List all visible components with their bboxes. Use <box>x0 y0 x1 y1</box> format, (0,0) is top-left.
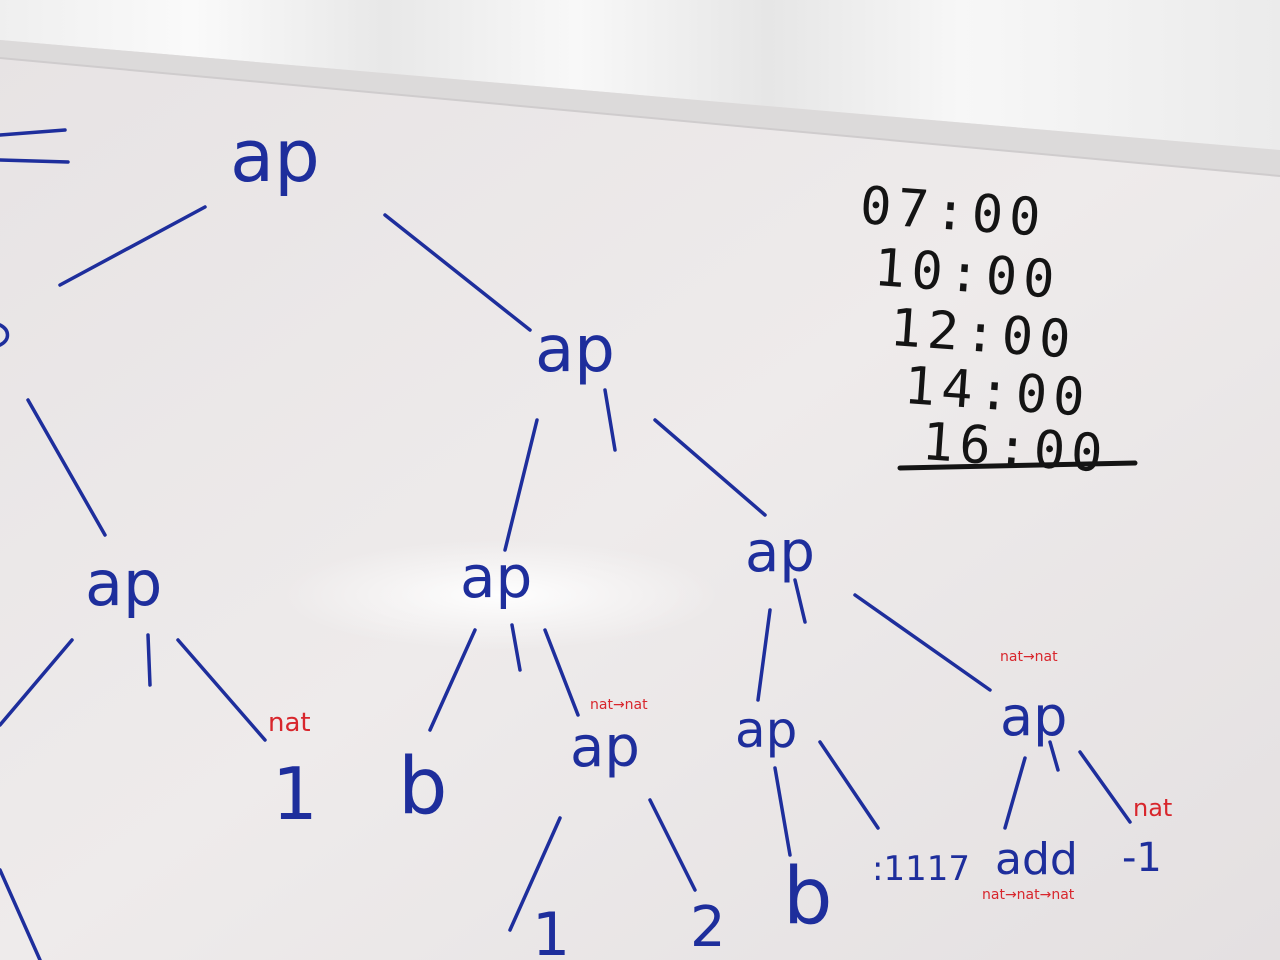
leaf-one: 1 <box>272 752 318 836</box>
type-annotation-nat-a: nat <box>268 708 311 738</box>
curtain <box>0 0 1280 150</box>
board-frame <box>0 40 1280 176</box>
tree-node-low-right-a: ap <box>735 701 798 759</box>
light-glare <box>280 540 720 650</box>
whiteboard <box>0 40 1280 960</box>
type-annotation-nat-b: nat <box>1133 794 1173 822</box>
type-annotation-nat-to-nat-a: nat→nat <box>590 697 648 713</box>
schedule-time: 16:00 <box>920 412 1111 485</box>
schedule-underline <box>897 460 1138 471</box>
type-annotation-nat-nat-nat: nat→nat→nat <box>982 887 1075 903</box>
tree-node-right: ap <box>535 313 615 387</box>
type-annotation-nat-to-nat-b: nat→nat <box>1000 649 1058 665</box>
leaf-b-a: b <box>398 742 448 832</box>
leaf-minus-one: -1 <box>1122 835 1162 881</box>
tree-node-mid: ap <box>460 543 533 611</box>
schedule-time: 07:00 <box>858 176 1049 249</box>
schedule-time: 10:00 <box>872 238 1063 311</box>
leaf-two: 2 <box>690 895 726 960</box>
tree-node-right-mid: ap <box>745 520 815 585</box>
tree-node-low-mid: ap <box>570 715 640 780</box>
tree-node-low-right-b: ap <box>1000 685 1068 748</box>
tree-edges <box>0 128 1132 960</box>
leaf-add: add <box>995 834 1078 885</box>
tree-root-label: ap <box>230 114 320 198</box>
leaf-one-low: 1 <box>532 900 571 960</box>
leaf-b-b: b <box>783 852 833 942</box>
tree-node-left-mid: ap <box>85 547 163 620</box>
leaf-list: :1117 <box>872 849 970 889</box>
